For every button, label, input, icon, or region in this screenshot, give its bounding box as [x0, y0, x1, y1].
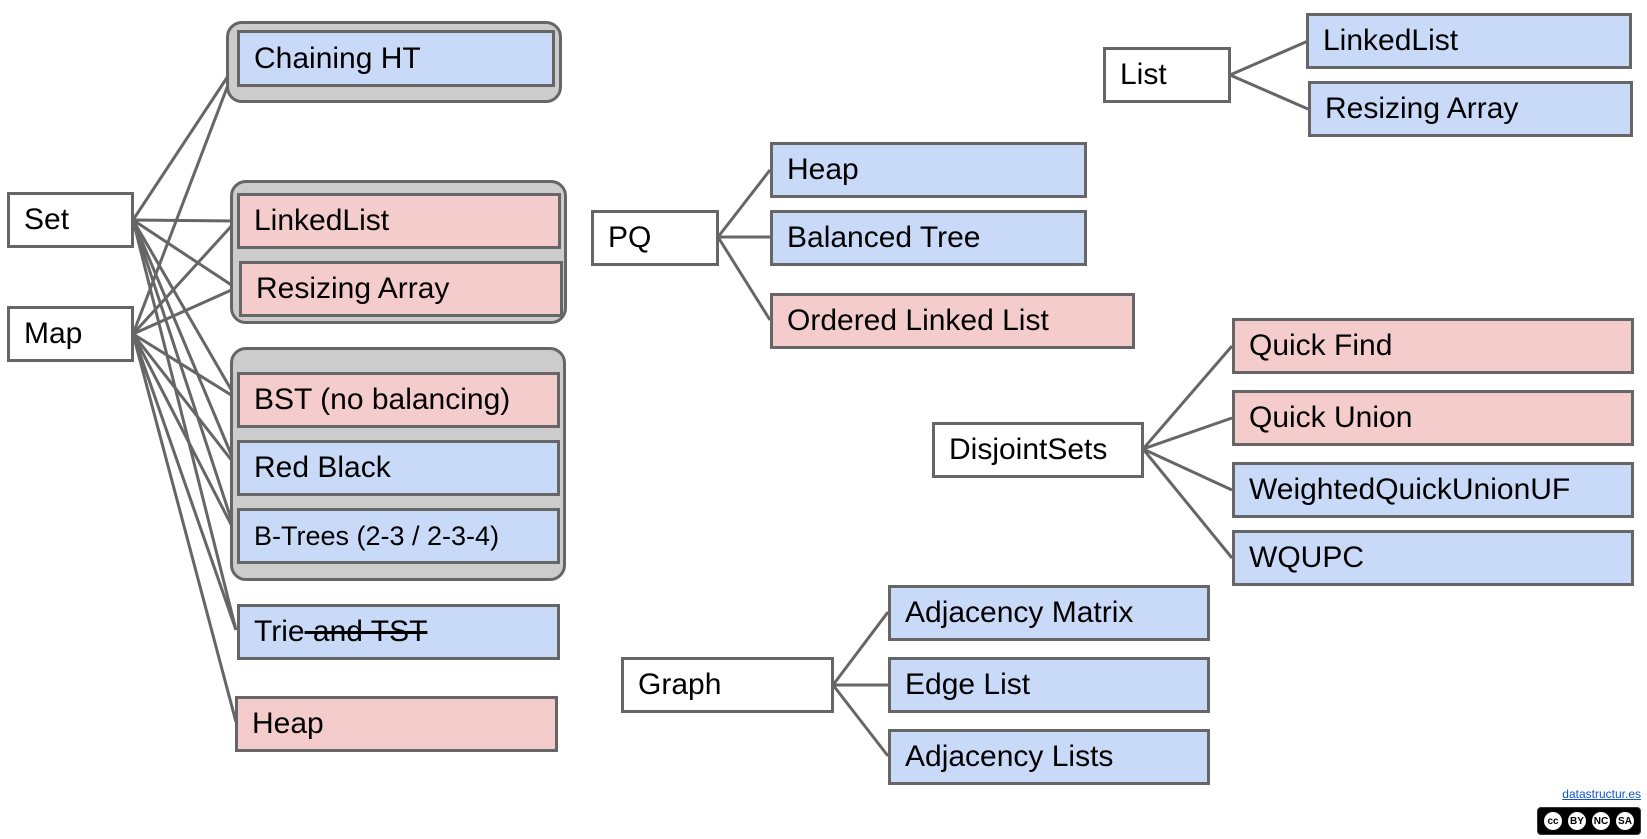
- impl-list-linked-list: LinkedList: [1306, 13, 1632, 69]
- impl-edge-list: Edge List: [888, 657, 1210, 713]
- edge-graph-adjacency-matrix: [831, 611, 890, 686]
- nc-icon: NC: [1590, 810, 1612, 832]
- edge-set-chaining-ht: [131, 63, 238, 221]
- edge-list-resizing-array: [1229, 73, 1309, 111]
- impl-trie: Trie and TST: [237, 604, 560, 660]
- adt-set: Set: [7, 192, 134, 248]
- adt-disjoint-sets: DisjointSets: [932, 422, 1144, 478]
- edge-map-resizing-array: [132, 286, 237, 336]
- edge-map-chaining-ht: [131, 63, 238, 335]
- impl-b-trees: B-Trees (2-3 / 2-3-4): [237, 508, 560, 564]
- impl-weighted-quick-union: WeightedQuickUnionUF: [1232, 462, 1634, 518]
- impl-wqupc: WQUPC: [1232, 530, 1634, 586]
- edge-list-linkedlist: [1229, 39, 1309, 77]
- edge-graph-adjacency-lists: [831, 684, 890, 757]
- edge-map-b-trees: [131, 333, 238, 535]
- impl-red-black: Red Black: [237, 440, 560, 496]
- edge-map-trie: [131, 333, 238, 631]
- impl-map-linked-list: LinkedList: [237, 193, 561, 249]
- edge-ds-quick-find: [1141, 345, 1234, 450]
- impl-balanced-tree: Balanced Tree: [770, 210, 1087, 266]
- adt-pq: PQ: [591, 210, 719, 266]
- edge-map-red-black: [131, 333, 238, 467]
- impl-pq-heap: Heap: [770, 142, 1087, 198]
- edge-set-b-trees: [131, 219, 238, 535]
- edge-set-trie: [131, 219, 238, 631]
- impl-map-resizing-array: Resizing Array: [239, 261, 563, 317]
- edge-set-bst: [131, 219, 238, 399]
- edge-ds-wqupc: [1141, 448, 1234, 559]
- cc-by-nc-sa-icon: cc BY NC SA: [1537, 807, 1641, 835]
- credit-link[interactable]: datastructur.es: [1562, 787, 1641, 801]
- edge-map-linkedlist: [131, 219, 238, 336]
- edge-pq-ordered-linked-list: [716, 236, 772, 321]
- adt-map: Map: [7, 306, 134, 362]
- impl-ordered-linked-list: Ordered Linked List: [770, 293, 1135, 349]
- edge-map-heap: [131, 333, 238, 723]
- edge-set-red-black: [131, 219, 238, 467]
- edge-set-linkedlist: [132, 218, 237, 223]
- struck-tst-text: and TST: [304, 615, 428, 648]
- impl-chaining-ht: Chaining HT: [237, 30, 555, 87]
- adt-graph: Graph: [621, 657, 834, 713]
- impl-adjacency-matrix: Adjacency Matrix: [888, 585, 1210, 641]
- adt-list: List: [1103, 47, 1231, 103]
- impl-bst: BST (no balancing): [237, 372, 560, 428]
- by-icon: BY: [1566, 810, 1588, 832]
- cc-icon: cc: [1542, 810, 1564, 832]
- edge-ds-weighted: [1142, 447, 1233, 492]
- edge-ds-quick-union: [1142, 416, 1233, 451]
- impl-quick-union: Quick Union: [1232, 390, 1634, 446]
- impl-adjacency-lists: Adjacency Lists: [888, 729, 1210, 785]
- edge-set-resizing-array: [132, 218, 237, 290]
- sa-icon: SA: [1614, 810, 1636, 832]
- impl-map-heap: Heap: [235, 696, 558, 752]
- edge-map-bst: [132, 332, 237, 400]
- edge-pq-heap: [716, 169, 772, 238]
- impl-quick-find: Quick Find: [1232, 318, 1634, 374]
- impl-list-resizing-array: Resizing Array: [1308, 81, 1633, 137]
